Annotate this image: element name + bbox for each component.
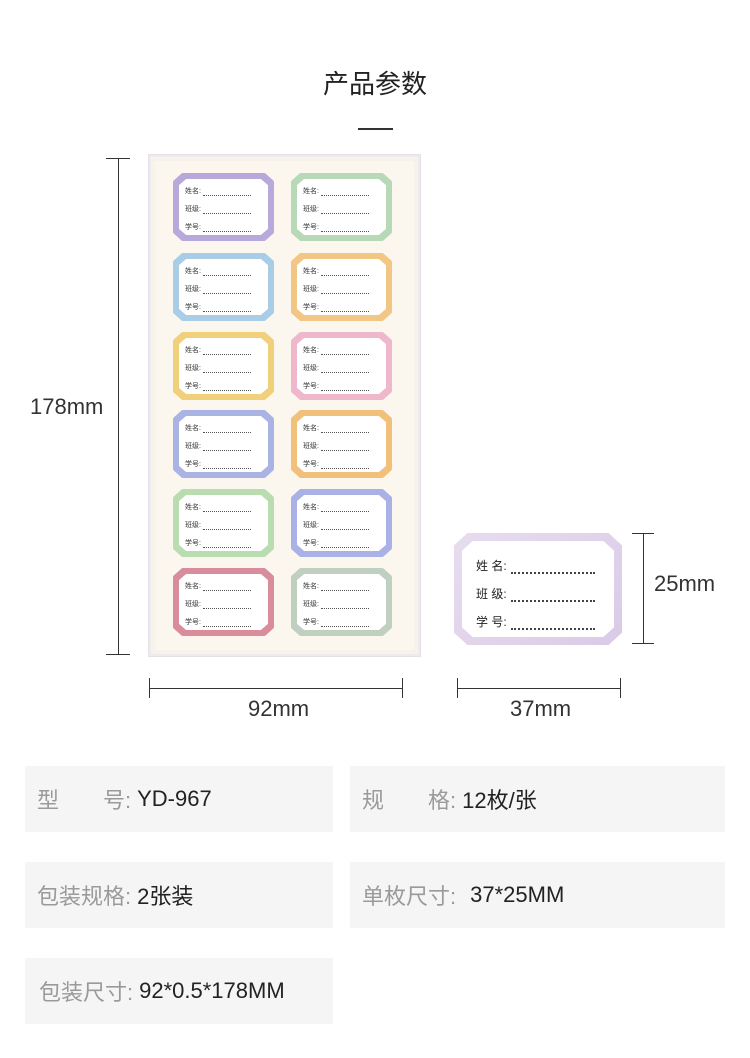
sheet-label: 姓名: 班级: 学号:: [173, 332, 274, 400]
sheet-label-number-row: 学号:: [185, 302, 251, 312]
sheet-label-body: [179, 416, 268, 472]
sheet-label-number-row: 学号:: [303, 302, 369, 312]
spec-package-size-value: 92*0.5*178MM: [139, 978, 285, 1003]
sheet-label-name-row: 姓名:: [303, 186, 369, 196]
spec-model-key: 型 号:: [37, 788, 132, 813]
sheet-label-body: [297, 416, 386, 472]
dim-label-label-height: 25mm: [654, 571, 716, 596]
sheet-label-name-row: 姓名:: [185, 186, 251, 196]
sheet-label-name-row: 姓名:: [303, 502, 369, 512]
page-title: 产品参数: [322, 69, 427, 99]
sheet-label-name-row: 姓名:: [185, 345, 251, 355]
sheet-label-body: [297, 495, 386, 551]
sheet-label-number-row: 学号:: [185, 222, 251, 232]
sheet-label: 姓名: 班级: 学号:: [291, 332, 392, 400]
dim-label-width: 92mm: [248, 696, 310, 721]
dim-line-height: [118, 158, 119, 655]
sheet-label: 姓名: 班级: 学号:: [173, 489, 274, 557]
sheet-label-body: [179, 495, 268, 551]
dim-tick-bottom: [106, 654, 130, 655]
sheet-label-number-row: 学号:: [185, 459, 251, 469]
sheet-label-name-row: 姓名:: [185, 266, 251, 276]
spec-package-size: 包装尺寸: 92*0.5*178MM: [25, 958, 333, 1024]
sheet-label-name-row: 姓名:: [303, 266, 369, 276]
dim-tick-right: [402, 678, 403, 698]
sheet-label-class-row: 班级:: [185, 520, 251, 530]
sheet-label-body: [179, 259, 268, 315]
spec-model: 型 号: YD-967: [25, 766, 333, 832]
single-label-number-row: 学 号:: [476, 613, 595, 630]
sheet-label-class-row: 班级:: [185, 363, 251, 373]
sheet-label-class-row: 班级:: [303, 599, 369, 609]
sheet-label-body: [297, 338, 386, 394]
sheet-label-body: [297, 259, 386, 315]
sheet-label-number-row: 学号:: [185, 538, 251, 548]
sheet-label: 姓名: 班级: 学号:: [291, 568, 392, 636]
sheet-label-class-row: 班级:: [303, 284, 369, 294]
sheet-label-number-row: 学号:: [303, 222, 369, 232]
sheet-label: 姓名: 班级: 学号:: [173, 568, 274, 636]
spec-spec-key: 规 格:: [362, 788, 457, 813]
title-divider: [358, 128, 393, 130]
sheet-label-number-row: 学号:: [303, 381, 369, 391]
dim-tick-label-bottom: [632, 643, 654, 644]
sheet-label: 姓名: 班级: 学号:: [291, 173, 392, 241]
sheet-label-class-row: 班级:: [303, 204, 369, 214]
sheet-label-body: [297, 574, 386, 630]
sheet-label-body: [179, 338, 268, 394]
sheet-label-number-row: 学号:: [303, 617, 369, 627]
sheet-label-body: [297, 179, 386, 235]
sheet-label-class-row: 班级:: [185, 599, 251, 609]
spec-package: 包装规格: 2张装: [25, 862, 333, 928]
spec-package-value: 2张装: [137, 884, 194, 909]
sheet-label: 姓名: 班级: 学号:: [173, 410, 274, 478]
spec-spec: 规 格: 12枚/张: [350, 766, 725, 832]
dim-tick-label-right: [620, 678, 621, 698]
sheet-label: 姓名: 班级: 学号:: [173, 253, 274, 321]
sheet-label-class-row: 班级:: [185, 441, 251, 451]
sheet-label-number-row: 学号:: [303, 459, 369, 469]
spec-single-size: 单枚尺寸: 37*25MM: [350, 862, 725, 928]
sheet-label-body: [179, 179, 268, 235]
sheet-label-name-row: 姓名:: [303, 423, 369, 433]
spec-single-size-key: 单枚尺寸:: [362, 884, 457, 909]
sheet-label-name-row: 姓名:: [303, 345, 369, 355]
sheet-label-name-row: 姓名:: [303, 581, 369, 591]
sheet-label-body: [179, 574, 268, 630]
spec-package-key: 包装规格:: [37, 884, 132, 909]
sheet-label-name-row: 姓名:: [185, 423, 251, 433]
dim-line-width: [149, 688, 402, 689]
dim-line-label-height: [643, 533, 644, 644]
spec-package-size-key: 包装尺寸:: [39, 980, 134, 1005]
sticker-sheet: 姓名: 班级: 学号: 姓名: 班级: 学号: 姓名: 班级: 学号: 姓名: 班级: 学号: 姓名: 班…: [148, 154, 421, 657]
spec-single-size-value: 37*25MM: [470, 882, 565, 907]
sheet-label-name-row: 姓名:: [185, 502, 251, 512]
single-label-body: [462, 541, 614, 637]
sheet-label: 姓名: 班级: 学号:: [291, 253, 392, 321]
dim-line-label-width: [457, 688, 620, 689]
single-label: 姓 名: 班 级: 学 号:: [454, 533, 622, 645]
sheet-label-class-row: 班级:: [303, 363, 369, 373]
sheet-label-name-row: 姓名:: [185, 581, 251, 591]
sheet-label-number-row: 学号:: [185, 381, 251, 391]
single-label-name-row: 姓 名:: [476, 557, 595, 574]
sheet-label-class-row: 班级:: [303, 520, 369, 530]
sheet-label-class-row: 班级:: [303, 441, 369, 451]
dim-label-label-width: 37mm: [510, 696, 572, 721]
spec-model-value: YD-967: [137, 786, 212, 811]
sheet-label-number-row: 学号:: [303, 538, 369, 548]
sheet-label-class-row: 班级:: [185, 204, 251, 214]
sheet-label: 姓名: 班级: 学号:: [291, 410, 392, 478]
single-label-class-row: 班 级:: [476, 585, 595, 602]
sheet-label: 姓名: 班级: 学号:: [291, 489, 392, 557]
dim-label-height: 178mm: [30, 394, 104, 419]
sheet-label: 姓名: 班级: 学号:: [173, 173, 274, 241]
sheet-label-number-row: 学号:: [185, 617, 251, 627]
spec-spec-value: 12枚/张: [462, 788, 537, 813]
sheet-label-class-row: 班级:: [185, 284, 251, 294]
